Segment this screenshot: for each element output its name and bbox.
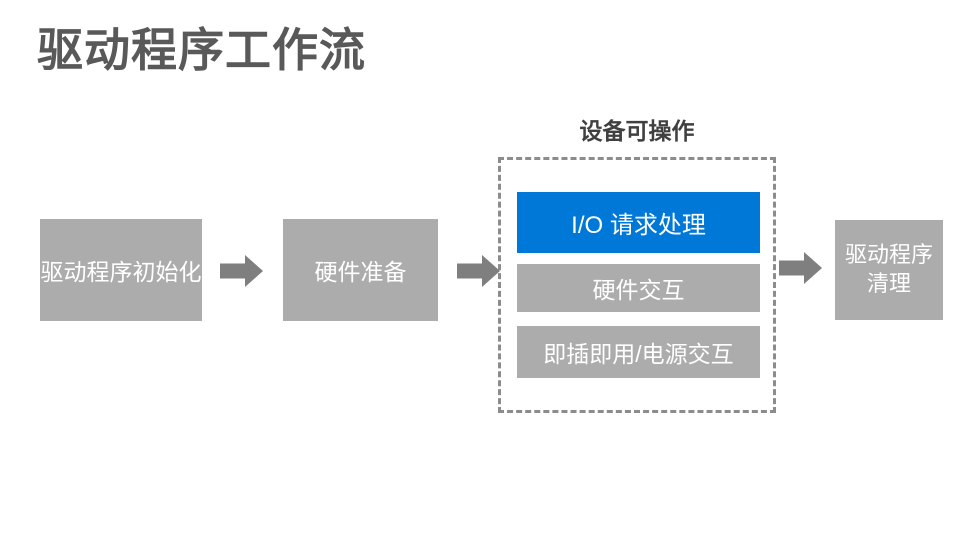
flow-arrow-icon — [779, 252, 822, 284]
slide-title: 驱动程序工作流 — [37, 24, 366, 76]
node-pnp-power-interaction: 即插即用/电源交互 — [517, 326, 760, 378]
node-io-request-processing: I/O 请求处理 — [517, 192, 760, 253]
flow-arrow-icon — [457, 255, 500, 287]
device-operational-label: 设备可操作 — [579, 118, 695, 144]
node-driver-initialization: 驱动程序初始化 — [40, 219, 202, 321]
node-hardware-interaction: 硬件交互 — [517, 264, 760, 312]
node-driver-cleanup: 驱动程序 清理 — [835, 220, 943, 320]
device-operational-group-border — [498, 157, 776, 413]
node-hardware-preparation: 硬件准备 — [283, 219, 438, 321]
flow-arrow-icon — [220, 255, 263, 287]
